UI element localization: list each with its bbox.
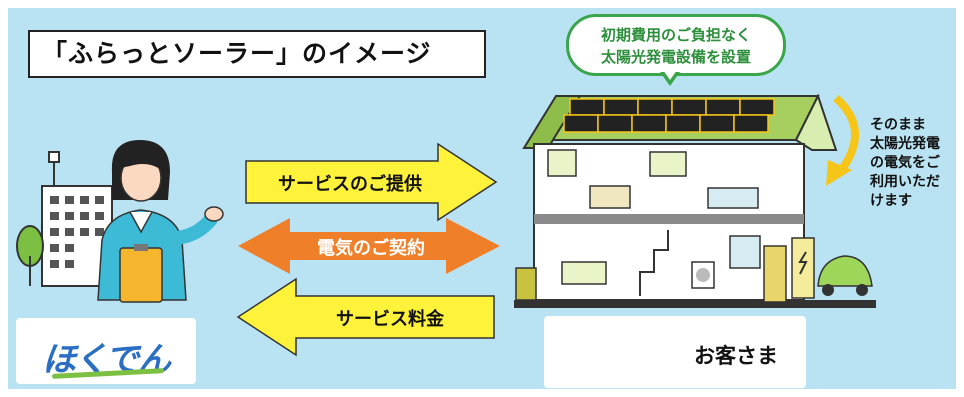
speech-bubble: 初期費用のご負担なく 太陽光発電設備を設置	[566, 14, 786, 76]
service-arrow	[245, 142, 498, 222]
page-title: 「ふらっとソーラー」のイメージ	[28, 30, 486, 78]
bubble-line-2: 太陽光発電設備を設置	[600, 48, 751, 66]
customer-box	[544, 316, 806, 388]
service-label: サービスのご提供	[278, 174, 422, 195]
side-note: そのまま 太陽光発電 の電気をご 利用いただ けます	[870, 117, 940, 209]
curved-arrow-icon	[826, 95, 859, 186]
fee-label: サービス料金	[336, 309, 444, 330]
fee-arrow	[236, 277, 495, 357]
bubble-line-1: 初期費用のご負担なく	[600, 26, 751, 44]
contract-arrow	[238, 218, 500, 274]
staff-woman-icon	[97, 140, 224, 303]
solar-panel-icon	[563, 98, 775, 133]
office-building-icon	[16, 151, 113, 287]
house-icon	[514, 93, 876, 308]
bubble-tail-inner	[663, 70, 677, 80]
contract-label: 電気のご契約	[317, 238, 425, 259]
customer-label: お客さま	[694, 344, 778, 368]
